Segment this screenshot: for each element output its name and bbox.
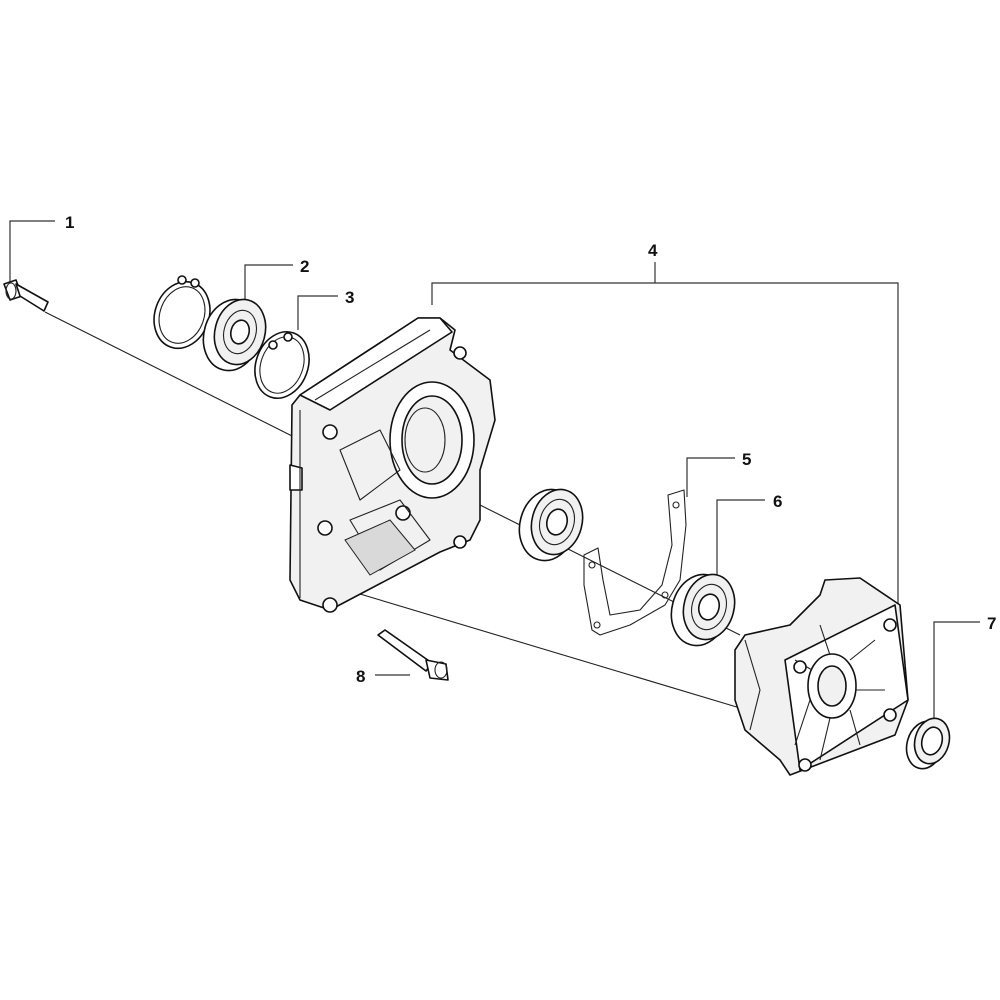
callout-labels: 1 2 3 4 5 6 7 8 [65,213,996,686]
part-2-circlip [153,275,211,350]
part-8-bolt [377,629,449,681]
part-4-housing-right [734,577,909,776]
center-bearing [518,488,584,562]
part-6-bearing [670,573,736,647]
part-3-circlip [254,331,310,399]
callout-4: 4 [648,241,658,260]
callout-7: 7 [987,614,996,633]
part-2-bearing [202,298,267,372]
callout-1: 1 [65,213,74,232]
callout-3: 3 [345,288,354,307]
callout-8: 8 [356,667,365,686]
callout-6: 6 [773,492,782,511]
part-7-seal [905,717,951,770]
part-4-housing-left [289,317,496,613]
part-5-gasket [583,489,687,636]
callout-5: 5 [742,450,751,469]
leader-lines [9,220,980,720]
callout-2: 2 [300,257,309,276]
part-1-bolt [3,279,49,312]
